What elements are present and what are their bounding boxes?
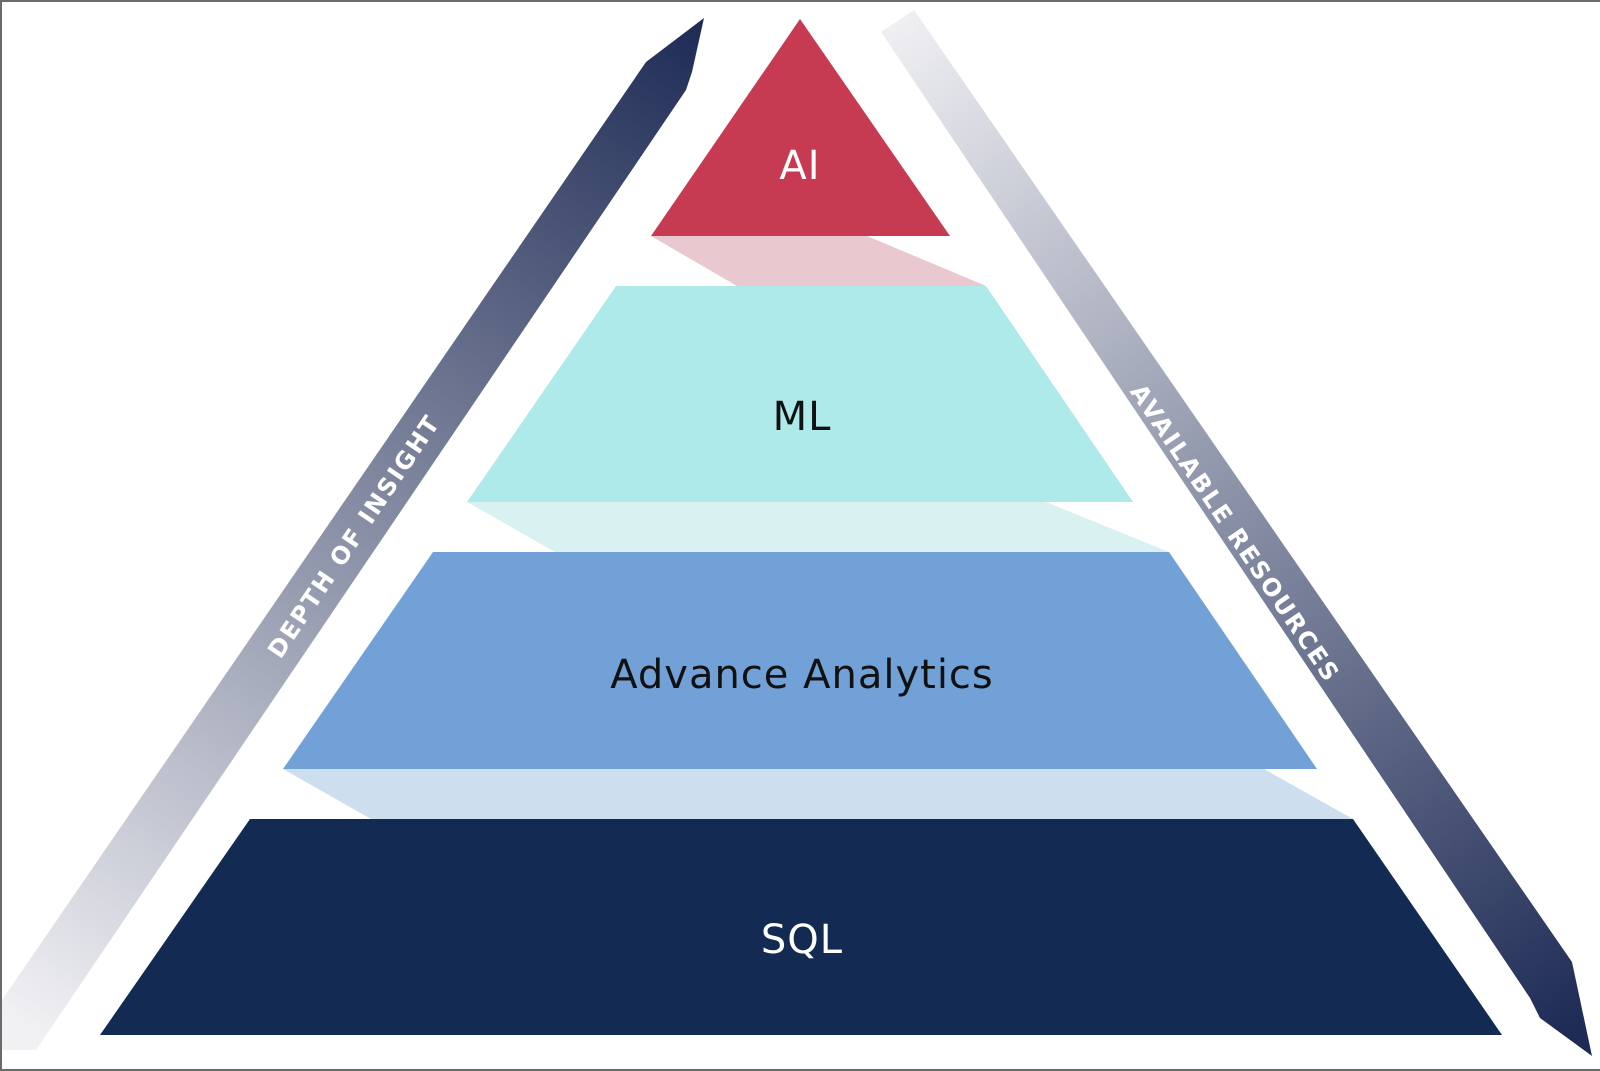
connector-ai-ml [651, 236, 986, 286]
layer-ai-label: AI [779, 143, 820, 189]
layer-sql [100, 819, 1502, 1035]
layer-sql-label: SQL [761, 917, 843, 963]
depth-of-insight-arrow [2, 18, 704, 1050]
layer-ml-label: ML [773, 394, 832, 440]
layer-ai [651, 19, 950, 236]
connector-ml-analytics [467, 502, 1169, 552]
layer-advance-analytics-label: Advance Analytics [610, 652, 994, 698]
connector-analytics-sql [283, 769, 1353, 819]
layer-advance-analytics [283, 552, 1317, 769]
layer-ml [467, 286, 1133, 502]
available-resources-arrow [881, 10, 1592, 1056]
